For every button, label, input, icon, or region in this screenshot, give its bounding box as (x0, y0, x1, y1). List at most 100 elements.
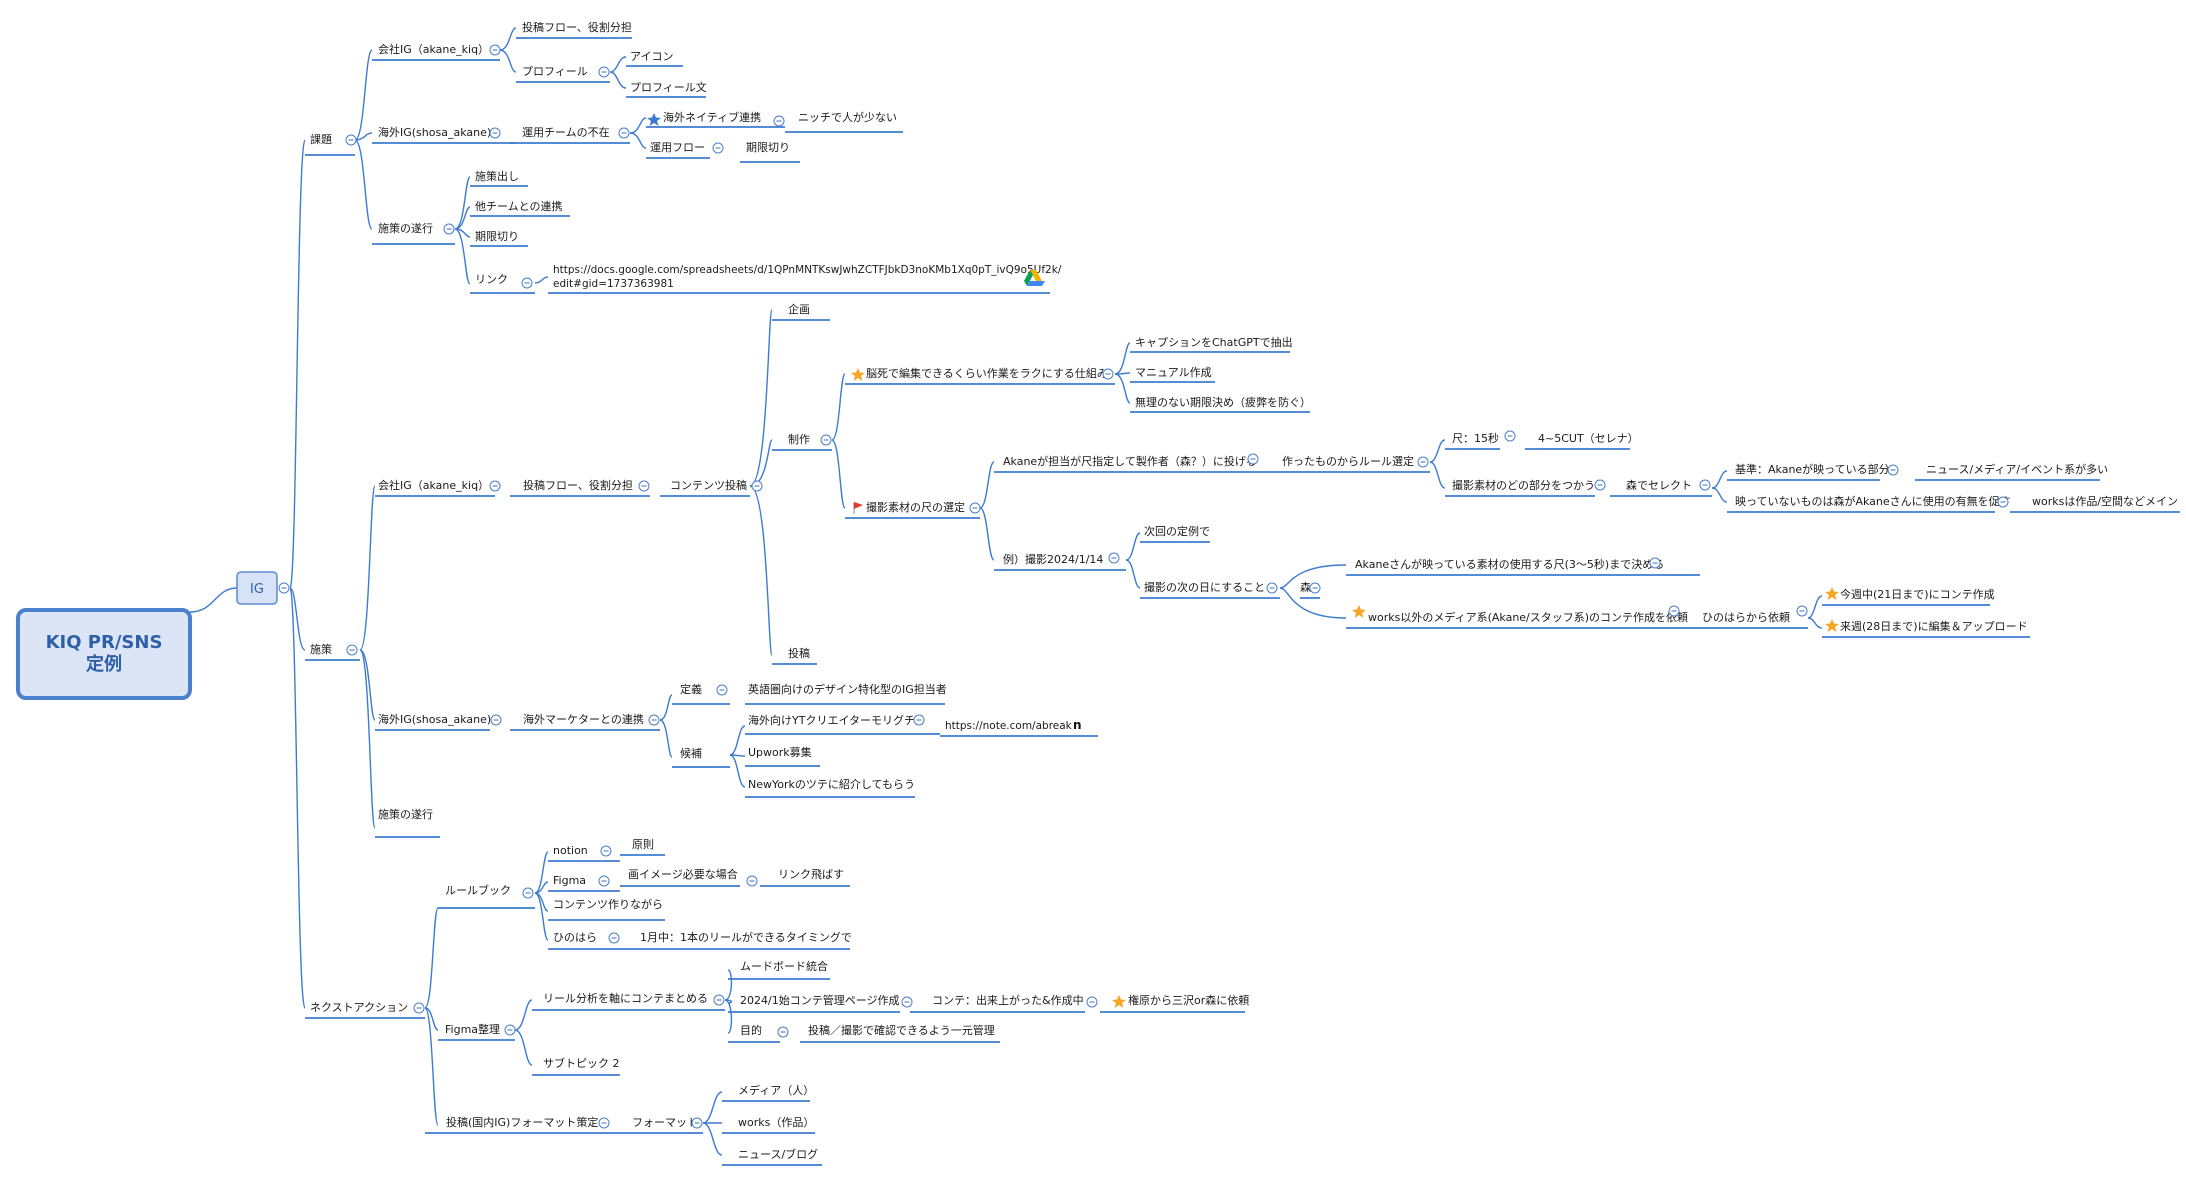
topic-hinohara[interactable]: ひのはら (553, 931, 597, 944)
star-icon (1352, 605, 1366, 618)
root-title-line1: KIQ PR/SNS (46, 632, 163, 653)
topic-native[interactable]: 海外ネイティブ連携 (663, 110, 761, 124)
topic-not-shown[interactable]: 映っていないものは森がAkaneさんに使用の有無を促す (1735, 494, 2011, 508)
topic-cut[interactable]: 4~5CUT（セレナ） (1538, 432, 1639, 445)
topic-this-week[interactable]: 今週中(21日まで)にコンテ作成 (1840, 587, 1995, 601)
topic-deadline-2[interactable]: 期限切り (475, 230, 519, 243)
link-url-line1[interactable]: https://docs.google.com/spreadsheets/d/1… (553, 264, 1062, 276)
topic-akane-len[interactable]: Akaneが担当が尺指定して製作者（森？）に投げる (1003, 454, 1257, 468)
topic-chatgpt[interactable]: キャプションをChatGPTで抽出 (1135, 335, 1293, 349)
topic-format[interactable]: フォーマット (632, 1116, 698, 1129)
topic-criteria[interactable]: 基準：Akaneが映っている部分 (1735, 462, 1890, 476)
topic-underlines (305, 37, 2180, 1166)
link-url-line2[interactable]: edit#gid=1737363981 (553, 278, 674, 290)
topic-format-decide[interactable]: 投稿(国内IG)フォーマット策定 (446, 1115, 598, 1129)
topic-overseas-ig[interactable]: 海外IG(shosa_akane) (378, 125, 491, 139)
topic-link[interactable]: リンク (475, 273, 508, 286)
topic-making-content[interactable]: コンテンツ作りながら (553, 897, 663, 911)
topic-next-action[interactable]: ネクストアクション (310, 1001, 408, 1014)
ig-topic[interactable]: IG (236, 571, 278, 605)
star-icon (1112, 995, 1126, 1008)
topic-footage-len[interactable]: 撮影素材の尺の選定 (866, 500, 965, 514)
topic-purpose[interactable]: 目的 (740, 1023, 762, 1037)
topic-request[interactable]: 権原から三沢or森に依頼 (1128, 993, 1249, 1007)
topic-company-ig-2[interactable]: 会社IG（akane_kiq） (378, 478, 489, 492)
topic-news-media[interactable]: ニュース/メディア/イベント系が多い (1926, 462, 2108, 476)
topic-mori[interactable]: 森 (1300, 580, 1311, 594)
topic-works[interactable]: works（作品） (738, 1116, 814, 1129)
topic-which-part[interactable]: 撮影素材のどの部分をつかう (1452, 478, 1595, 492)
topic-kadai[interactable]: 課題 (310, 132, 332, 146)
note-icon[interactable]: n (1073, 718, 1082, 732)
topic-news-blog[interactable]: ニュース/ブログ (738, 1147, 818, 1161)
topic-post-flow-2[interactable]: 投稿フロー、役割分担 (523, 478, 633, 492)
topic-deadline[interactable]: 期限切り (746, 141, 790, 154)
topic-niche[interactable]: ニッチで人が少ない (798, 110, 897, 124)
topic-candidate[interactable]: 候補 (680, 746, 702, 760)
topic-manual[interactable]: マニュアル作成 (1135, 366, 1212, 379)
mind-map-connectors (189, 27, 1823, 1156)
topic-shisaku[interactable]: 施策 (310, 642, 332, 656)
google-drive-icon[interactable] (1024, 270, 1045, 286)
topic-upwork[interactable]: Upwork募集 (748, 745, 812, 759)
topic-content-post[interactable]: コンテンツ投稿 (670, 478, 747, 492)
topic-media[interactable]: メディア（人） (738, 1083, 814, 1097)
root-title-line2: 定例 (86, 653, 122, 675)
topic-next-week[interactable]: 来週(28日まで)に編集＆アップロード (1840, 619, 2028, 633)
topic-timing[interactable]: 1月中：1本のリールができるタイミングで (640, 930, 852, 944)
note-url[interactable]: https://note.com/abreak (945, 720, 1073, 732)
topic-yt-creator[interactable]: 海外向けYTクリエイターモリグチ (748, 713, 915, 727)
topic-execution[interactable]: 施策の遂行 (378, 221, 433, 235)
topic-no-deadline[interactable]: 無理のない期限決め（疲弊を防ぐ） (1135, 395, 1311, 409)
topic-execution-2[interactable]: 施策の遂行 (378, 807, 433, 821)
topic-make[interactable]: 制作 (788, 433, 810, 446)
topic-plan[interactable]: 企画 (788, 302, 810, 316)
topic-post[interactable]: 投稿 (788, 646, 810, 660)
topic-figma[interactable]: Figma (553, 874, 586, 887)
topic-moodboard[interactable]: ムードボード統合 (740, 959, 828, 973)
topic-works-main[interactable]: worksは作品/空間などメイン (2032, 494, 2178, 508)
topic-mori-select[interactable]: 森でセレクト (1626, 478, 1692, 492)
topic-image-needed[interactable]: 画イメージ必要な場合 (628, 867, 738, 881)
topic-overseas-marketer[interactable]: 海外マーケターとの連携 (523, 712, 644, 726)
collapse-toggle-icon[interactable] (278, 44, 2009, 1129)
topic-profile-text[interactable]: プロフィール文 (630, 80, 707, 94)
topic-hinohara-req[interactable]: ひのはらから依頼 (1702, 611, 1790, 624)
topic-principle[interactable]: 原則 (632, 838, 654, 851)
topic-other-team[interactable]: 他チームとの連携 (475, 199, 563, 213)
topic-conte-done[interactable]: コンテ：出来上がった&作成中 (932, 993, 1084, 1007)
topic-rulebook[interactable]: ルールブック (445, 883, 511, 897)
flag-icon (853, 502, 863, 514)
topic-definition[interactable]: 定義 (680, 682, 702, 696)
topic-company-ig[interactable]: 会社IG（akane_kiq） (378, 42, 489, 56)
topic-rule-select[interactable]: 作ったものからルール選定 (1282, 454, 1414, 468)
topic-ideas[interactable]: 施策出し (475, 169, 519, 183)
topic-notion[interactable]: notion (553, 844, 588, 857)
topic-post-flow[interactable]: 投稿フロー、役割分担 (522, 20, 632, 34)
topic-conte-page[interactable]: 2024/1始コンテ管理ページ作成 (740, 993, 899, 1007)
topic-next-regular[interactable]: 次回の定例で (1144, 524, 1210, 538)
topic-icon[interactable]: アイコン (630, 50, 673, 63)
topic-link-jump[interactable]: リンク飛ばす (778, 868, 844, 881)
topic-figma-org[interactable]: Figma整理 (445, 1022, 500, 1036)
topic-profile[interactable]: プロフィール (522, 65, 588, 78)
star-icon (647, 113, 661, 126)
topic-newyork[interactable]: NewYorkのツテに紹介してもらう (748, 778, 915, 791)
topic-akane-len-decide[interactable]: Akaneさんが映っている素材の使用する尺(3〜5秒)まで決める (1355, 557, 1664, 571)
root-topic[interactable]: KIQ PR/SNS 定例 (16, 608, 192, 700)
topic-subtopic[interactable]: サブトピック 2 (543, 1056, 620, 1070)
topic-works-conte[interactable]: works以外のメディア系(Akane/スタッフ系)のコンテ作成を依頼 (1368, 610, 1688, 624)
topic-next-day[interactable]: 撮影の次の日にすること (1144, 580, 1265, 594)
svg-text:n: n (1073, 718, 1082, 732)
topic-overseas-ig-2[interactable]: 海外IG(shosa_akane) (378, 712, 491, 726)
topic-example[interactable]: 例）撮影2024/1/14 (1003, 552, 1103, 566)
topic-easy-edit[interactable]: 脳死で編集できるくらい作業をラクにする仕組み (866, 366, 1108, 380)
topic-central[interactable]: 投稿／撮影で確認できるよう一元管理 (808, 1023, 995, 1037)
topic-designer[interactable]: 英語圏向けのデザイン特化型のIG担当者 (748, 682, 947, 696)
topic-len15[interactable]: 尺：15秒 (1452, 431, 1499, 445)
topic-reel-analysis[interactable]: リール分析を軸にコンテまとめる (543, 991, 708, 1005)
topic-ops-flow[interactable]: 運用フロー (650, 141, 705, 154)
ig-label: IG (250, 582, 264, 597)
topic-no-team[interactable]: 運用チームの不在 (522, 126, 610, 139)
